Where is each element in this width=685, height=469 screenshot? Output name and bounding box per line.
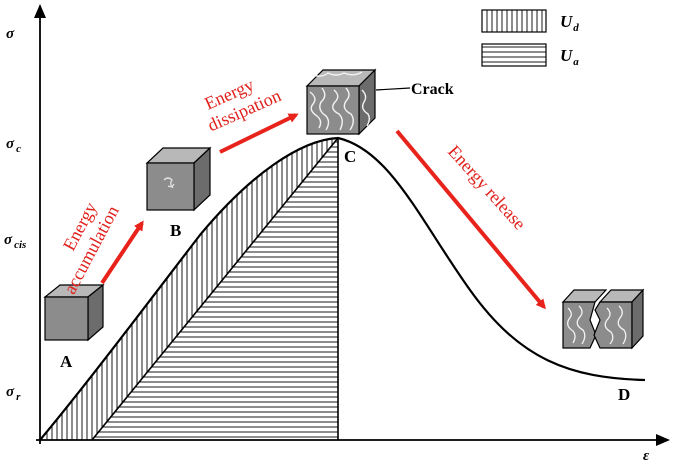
legend-ud-label: Ud [560,12,579,34]
energy-accumulation-label: Energy accumulation [41,192,123,297]
cube-c-cracked [305,68,377,136]
point-c-label: C [344,147,356,166]
accumulation-arrow [100,220,144,285]
legend-ud-swatch [481,9,547,33]
energy-dissipation-label: Energy dissipation [196,66,284,135]
stress-strain-curve [39,136,646,441]
legend-ud-item: Ud [481,9,579,34]
cube-b [145,146,212,212]
svg-text:σc: σc [6,136,21,155]
cube-d-split [561,288,645,350]
dissipation-arrow [219,113,299,154]
point-b-label: B [170,221,181,240]
cube-a [43,283,105,342]
legend-ua-swatch [481,43,547,67]
legend: Ud Ua [481,9,579,68]
point-d-label: D [618,385,630,404]
point-a-label: A [60,352,73,371]
svg-text:σr: σr [6,384,21,403]
crack-pointer-line [375,87,411,91]
ua-hypotenuse [91,137,339,441]
legend-ua-label: Ua [560,46,579,68]
x-axis-label: ε [643,448,650,464]
energy-release-label: Energy release [444,141,530,233]
crack-label: Crack [411,81,454,98]
release-arrow [395,129,546,310]
y-axis-label: σ [6,26,15,42]
legend-ua-item: Ua [481,43,579,68]
